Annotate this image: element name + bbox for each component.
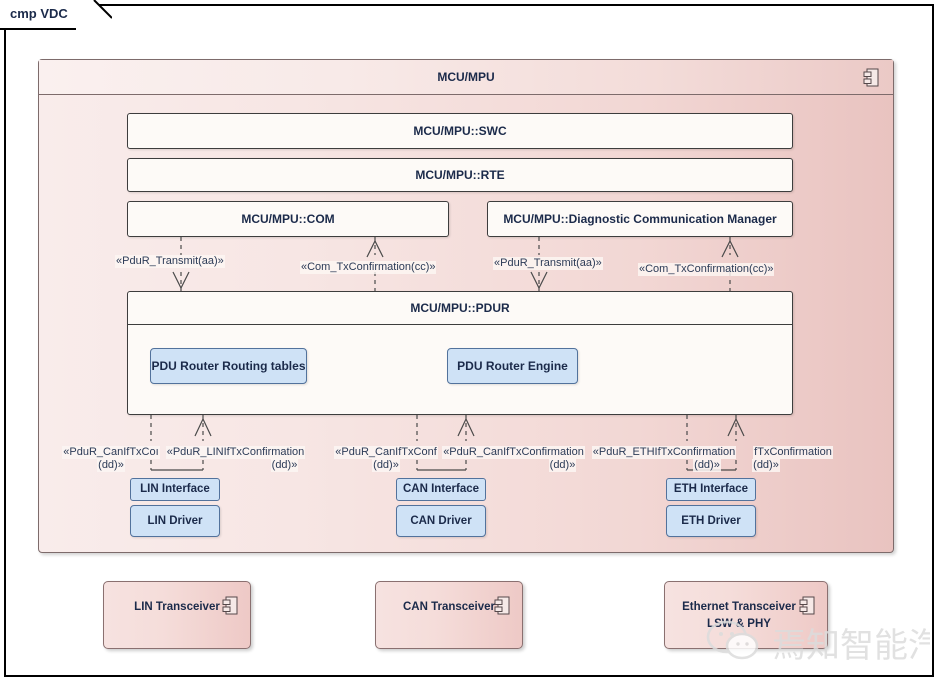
connector-label-dcm-txconfirmation: «Com_TxConfirmation(cc)» bbox=[638, 263, 775, 277]
connector-label-can-left: «PduR_CanIfTxConf (dd)» bbox=[326, 446, 446, 473]
layer-swc[interactable]: MCU/MPU::SWC bbox=[127, 113, 793, 149]
connector-label-dcm-transmit: «PduR_Transmit(aa)» bbox=[493, 257, 603, 271]
eth-interface-label: ETH Interface bbox=[673, 483, 749, 496]
connector-label-can-right-line1: «PduR_CanIfTxConfirmation bbox=[442, 446, 585, 460]
eth-driver[interactable]: ETH Driver bbox=[666, 505, 756, 537]
lin-transceiver[interactable]: LIN Transceiver bbox=[103, 581, 251, 649]
can-transceiver[interactable]: CAN Transceiver bbox=[375, 581, 523, 649]
lin-driver-label: LIN Driver bbox=[147, 514, 203, 527]
can-driver[interactable]: CAN Driver bbox=[396, 505, 486, 537]
lin-interface[interactable]: LIN Interface bbox=[130, 478, 220, 501]
pdu-router-routing-tables-label: PDU Router Routing tables bbox=[151, 358, 306, 373]
component-icon bbox=[863, 68, 879, 87]
mcu-mpu-title: MCU/MPU bbox=[437, 70, 495, 84]
connector-label-com-txconfirmation: «Com_TxConfirmation(cc)» bbox=[300, 261, 437, 275]
layer-diagnostic-communication-manager[interactable]: MCU/MPU::Diagnostic Communication Manage… bbox=[487, 201, 793, 237]
connector-label-lin-left: «PduR_CanIfTxCoı (dd)» bbox=[52, 446, 170, 473]
connector-label-lin-right-line2: (dd)» bbox=[270, 459, 299, 473]
ethernet-transceiver-label: Ethernet Transceiver LSW & PHY bbox=[682, 601, 796, 630]
connector-label-can-left-line1: «PduR_CanIfTxConf bbox=[334, 446, 438, 460]
pdu-router-engine-label: PDU Router Engine bbox=[457, 358, 568, 373]
connector-label-eth-right-line2: (dd)» bbox=[752, 459, 780, 473]
pdur-header: MCU/MPU::PDUR bbox=[128, 292, 792, 325]
connector-label-lin-left-line2: (dd)» bbox=[97, 459, 125, 473]
connector-label-eth-right-line1: fTxConfirmation bbox=[753, 446, 833, 460]
can-driver-label: CAN Driver bbox=[410, 514, 472, 527]
pdu-router-engine[interactable]: PDU Router Engine bbox=[447, 348, 578, 384]
pdur-title: MCU/MPU::PDUR bbox=[410, 300, 510, 315]
connector-label-can-right: «PduR_CanIfTxConfirmation (dd)» bbox=[436, 446, 591, 473]
layer-com[interactable]: MCU/MPU::COM bbox=[127, 201, 449, 237]
can-transceiver-label: CAN Transceiver bbox=[402, 601, 496, 613]
connector-label-can-left-line2: (dd)» bbox=[372, 459, 400, 473]
connector-label-lin-left-line1: «PduR_CanIfTxCoı bbox=[62, 446, 160, 460]
layer-rte[interactable]: MCU/MPU::RTE bbox=[127, 158, 793, 192]
lin-driver[interactable]: LIN Driver bbox=[130, 505, 220, 537]
connector-label-eth-left: «PduR_ETHIfTxConfirmation (dd)» bbox=[589, 446, 739, 473]
ethernet-transceiver[interactable]: Ethernet Transceiver LSW & PHY bbox=[664, 581, 828, 649]
component-icon bbox=[494, 596, 510, 615]
connector-label-eth-right: fTxConfirmation (dd)» bbox=[738, 446, 848, 473]
component-icon bbox=[799, 596, 815, 615]
connector-label-com-transmit: «PduR_Transmit(aa)» bbox=[115, 255, 225, 269]
mcu-mpu-header: MCU/MPU bbox=[39, 60, 893, 95]
connector-label-eth-left-line2: (dd)» bbox=[693, 459, 721, 473]
eth-interface[interactable]: ETH Interface bbox=[666, 478, 756, 501]
layer-rte-label: MCU/MPU::RTE bbox=[415, 167, 505, 182]
layer-swc-label: MCU/MPU::SWC bbox=[413, 123, 507, 138]
can-interface-label: CAN Interface bbox=[402, 483, 480, 496]
connector-label-can-right-line2: (dd)» bbox=[548, 459, 577, 473]
diagram-frame-tab: cmp VDC bbox=[0, 0, 78, 30]
layer-com-label: MCU/MPU::COM bbox=[241, 211, 335, 226]
eth-driver-label: ETH Driver bbox=[681, 514, 741, 527]
connector-label-eth-left-line1: «PduR_ETHIfTxConfirmation bbox=[591, 446, 737, 460]
connector-label-lin-right-line1: «PduR_LINIfTxConfirmation bbox=[165, 446, 306, 460]
lin-interface-label: LIN Interface bbox=[140, 483, 210, 496]
diagram-frame-label: cmp VDC bbox=[10, 6, 68, 21]
layer-dcm-label: MCU/MPU::Diagnostic Communication Manage… bbox=[503, 211, 777, 226]
component-icon bbox=[222, 596, 238, 615]
connector-label-lin-right: «PduR_LINIfTxConfirmation (dd)» bbox=[158, 446, 313, 473]
can-interface[interactable]: CAN Interface bbox=[396, 478, 486, 501]
lin-transceiver-label: LIN Transceiver bbox=[134, 601, 220, 613]
pdu-router-routing-tables[interactable]: PDU Router Routing tables bbox=[150, 348, 307, 384]
